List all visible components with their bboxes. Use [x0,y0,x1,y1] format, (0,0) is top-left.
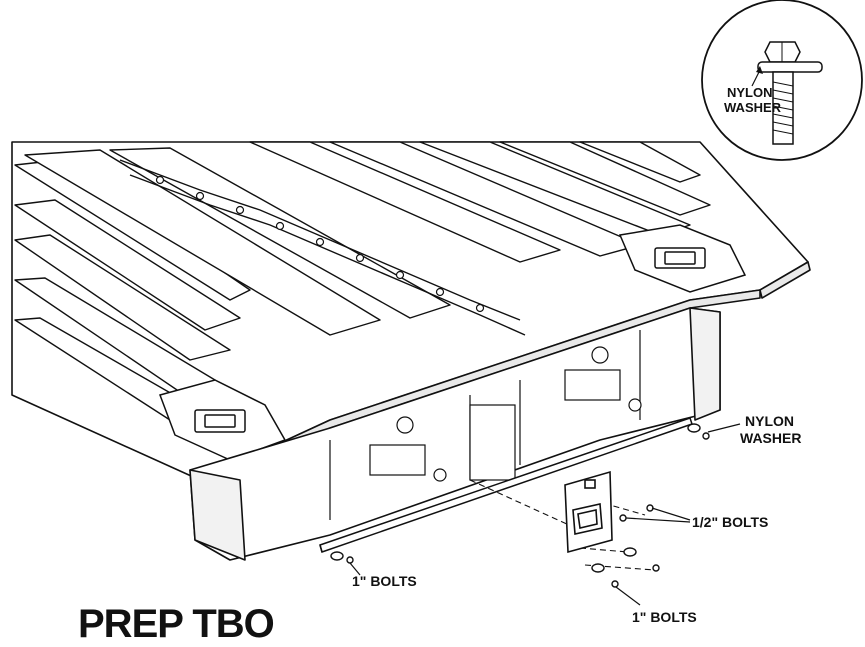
left-bolts-label: 1" BOLTS [352,573,417,589]
drawer-details [329,330,642,520]
center-rib [119,159,526,336]
washer-bottom [591,563,605,573]
bottom-bolts-label: 1" BOLTS [632,609,697,625]
washer-left [330,551,344,561]
tie-down-plate [564,470,613,554]
bolt-half-2 [619,514,627,522]
right-washer-label-1: NYLON [745,413,794,429]
rib-holes [155,175,485,313]
right-washer-label-2: WASHER [740,430,801,446]
leader-lines [349,423,741,606]
bolt-right [702,432,710,440]
assembly-lines [469,479,656,571]
bolt-bottom [611,580,619,588]
washer-right [687,423,701,433]
half-inch-bolts-label: 1/2" BOLTS [692,514,768,530]
inset-washer-label-1: NYLON [727,85,773,100]
washer-mid [623,547,637,557]
bolt-hardware [330,423,710,588]
bolt-left [346,556,354,564]
deck-strips-left [14,147,451,421]
bolt-mid [652,564,660,572]
tie-down-pad-left [159,379,287,461]
page-title: PREP TBO [78,602,274,646]
inset-washer-label-2: WASHER [724,100,782,115]
inset-detail [701,0,863,161]
tie-down-pad-right [618,224,747,293]
